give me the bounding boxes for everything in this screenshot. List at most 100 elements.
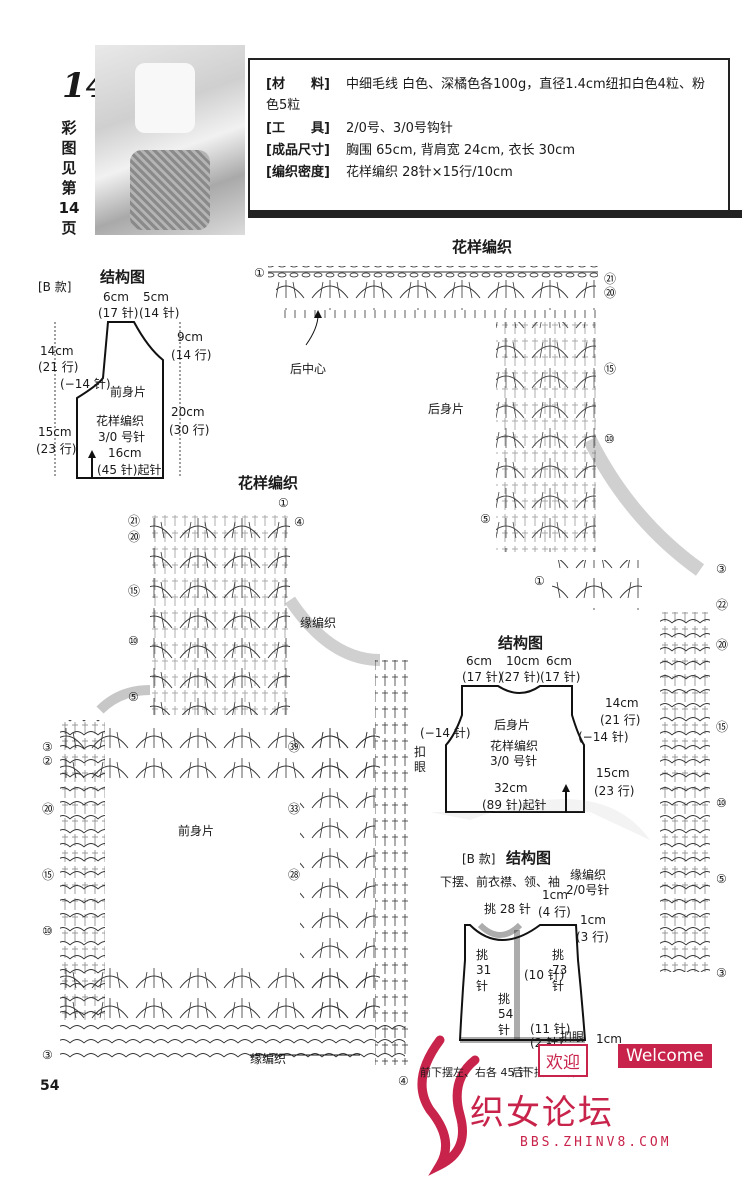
back-row-10b: ⑩ [716,796,727,810]
b-edging: 缘编织 [570,868,607,882]
materials-box: [材 料]中细毛线 白色、深橘色各100g，直径1.4cm纽扣白色4粒、粉色5粒… [248,58,742,218]
front-row-28: ㉘ [288,868,301,882]
back-shoulder-r: 6cm [546,654,572,668]
back-chart [268,266,710,972]
front-row-10: ⑩ [128,634,139,648]
product-photo [95,45,245,235]
front-chart-label: 前身片 [178,824,215,838]
back-row-22: ㉒ [716,598,729,612]
front-name: 前身片 [110,385,147,399]
front-shoulder: 5cm [143,290,169,304]
front-row-20: ⑳ [128,530,141,544]
front-row-2: ② [42,754,53,768]
b-btn: 扣眼 [560,1030,585,1044]
b-tag: [B 款] [462,852,496,866]
front-start: (45 针)起针 [97,463,162,477]
front-schematic [54,321,181,479]
front-side-rows: (30 行) [169,423,210,437]
front-row-1: ① [278,496,289,510]
back-row-15b: ⑮ [716,720,729,734]
b-pick-side: 挑 54 针 [498,992,514,1037]
front-neck: 6cm [103,290,129,304]
front-lower: 15cm [38,425,72,439]
back-row-1b: ① [534,574,545,588]
b-hook: 2/0号针 [566,883,610,897]
b-c1: 1cm [542,888,568,902]
back-pattern: 花样编织 [490,739,539,753]
front-row-15b: ⑮ [42,868,55,882]
b-c2: 1cm [580,913,606,927]
watermark-brand: 织女论坛 [470,1093,614,1133]
b-pick-neck: 挑 28 针 [484,902,531,916]
front-chart [60,515,410,1065]
info-row-materials: [材 料]中细毛线 白色、深橘色各100g，直径1.4cm纽扣白色4粒、粉色5粒 [266,77,705,113]
back-row-3b: ③ [716,966,727,980]
b-c2-rows: (3 行) [576,930,609,944]
back-center-label: 后中心 [290,362,327,376]
b-c1-rows: (4 行) [538,905,571,919]
back-shoulder-l: 6cm [466,654,492,668]
back-row-10: ⑩ [604,432,615,446]
back-dec-r: (−14 针) [578,730,629,744]
back-schematic [430,685,650,840]
back-shoulder-r-st: (17 针) [540,670,581,684]
b-hem-front: 前下摆左、右各 45 针 [420,1066,529,1079]
front-row-5: ⑤ [128,690,139,704]
front-row-4: ④ [294,515,305,529]
info-row-size: [成品尺寸]胸围 65cm, 背肩宽 24cm, 衣长 30cm [266,143,575,158]
back-neck: 10cm [506,654,540,668]
front-lower-rows: (23 行) [36,442,77,456]
back-name: 后身片 [494,718,531,732]
back-schematic-title: 结构图 [498,634,544,652]
front-tag: [B 款] [38,280,72,294]
front-row-3b: ③ [42,1048,53,1062]
welcome-en: Welcome [618,1044,712,1068]
front-width: 16cm [108,446,142,460]
b-pick-front: 挑 31 针 [476,948,492,993]
front-side: 20cm [171,405,205,419]
back-hook: 3/0 号针 [490,754,538,768]
back-row-1: ① [254,266,265,280]
front-upper-rows: (21 行) [38,360,79,374]
front-pattern: 花样编织 [96,414,145,428]
front-schematic-title: 结构图 [100,268,146,286]
b-c3: 1cm [596,1032,622,1046]
b-arm: 挑 73 针 [552,948,568,993]
front-armhole-rows: (14 行) [171,348,212,362]
front-row-10b: ⑩ [42,924,53,938]
back-neck-st: (27 针) [500,670,541,684]
back-start: (89 针)起针 [482,798,547,812]
front-row-39: ㊴ [288,740,301,754]
back-lower-rows: (23 行) [594,784,635,798]
buttonhole-label: 扣眼 [414,745,427,774]
b-schematic [458,922,587,1043]
back-chart-title: 花样编织 [452,238,513,256]
front-shoulder-st: (14 针) [139,306,180,320]
back-shoulder-l-st: (17 针) [462,670,503,684]
b-subtitle: 下摆、前衣襟、领、袖 [440,875,561,889]
back-row-20b: ⑳ [716,638,729,652]
b-title: 结构图 [506,849,552,867]
front-row-15: ⑮ [128,584,141,598]
back-width: 32cm [494,781,528,795]
front-upper: 14cm [40,344,74,358]
front-armhole: 9cm [177,330,203,344]
front-row-33: ㉝ [288,802,301,816]
back-row-20: ⑳ [604,286,617,300]
front-chart-title: 花样编织 [238,474,299,492]
back-upper-rows: (21 行) [600,713,641,727]
front-dec: (−14 针) [60,377,111,391]
b-arm-st: (10 针) [524,968,565,982]
back-row-5b: ⑤ [716,872,727,886]
back-dec-l: (−14 针) [420,726,471,740]
info-row-tools: [工 具]2/0号、3/0号钩针 [266,121,453,136]
back-upper: 14cm [605,696,639,710]
front-edging-bottom: 缘编织 [250,1052,287,1066]
watermark-swirl [417,1035,480,1176]
front-hook: 3/0 号针 [98,430,146,444]
welcome-cn: 欢迎 [538,1044,588,1077]
front-neck-st: (17 针) [98,306,139,320]
front-row-4b: ④ [398,1074,409,1088]
